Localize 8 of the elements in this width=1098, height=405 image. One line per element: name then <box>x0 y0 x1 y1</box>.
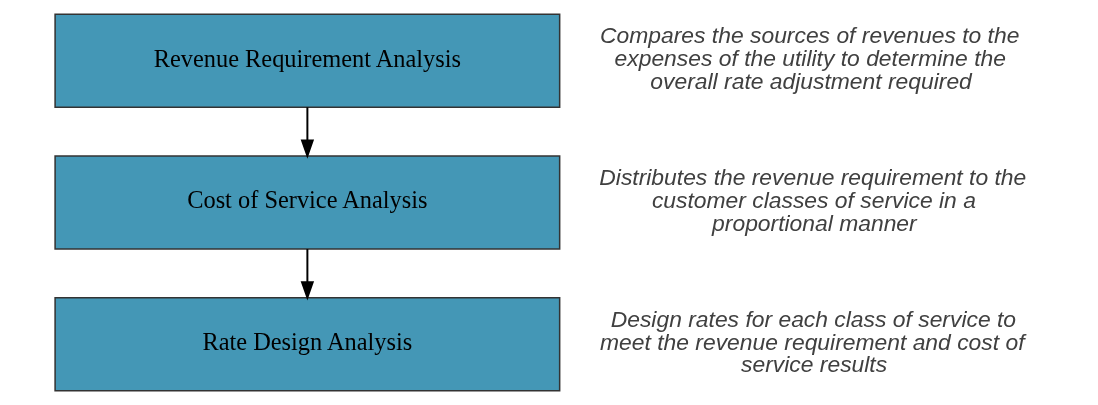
node-label: Compares the sources of revenues to the expenses of the utility to determine the overall rate adjustment required <box>600 22 1020 94</box>
node-box: Cost of Service Analysis <box>54 155 561 250</box>
arrow <box>300 248 315 301</box>
arrow <box>300 106 315 159</box>
node-box: Rate Design Analysis <box>54 297 561 392</box>
node-box: Revenue Requirement Analysis <box>54 13 561 108</box>
node-label: Distributes the revenue requirement to the customer classes of service in a proportional manner <box>599 163 1027 236</box>
node-label: Design rates for each class of service to meet the revenue requirement and cost of service results <box>600 305 1025 378</box>
